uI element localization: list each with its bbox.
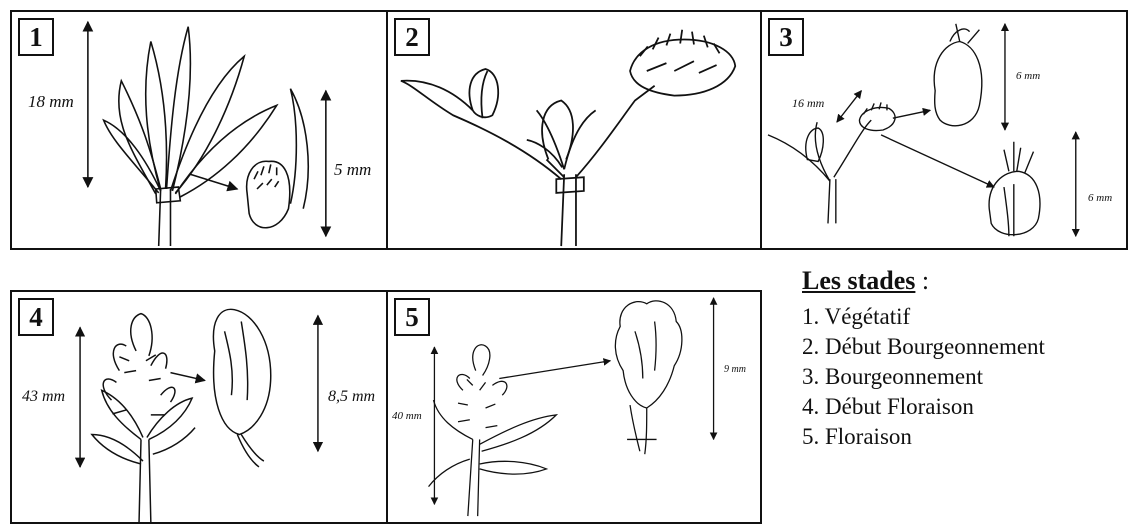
legend-title-text: Les stades (802, 266, 915, 295)
vegetative-stage-illustration (12, 12, 386, 248)
bud-measurement-lower: 6 mm (1088, 192, 1112, 204)
flower-measurement: 9 mm (724, 364, 746, 375)
legend-item: 3. Bourgeonnement (802, 362, 1128, 392)
legend-item: 2. Début Bourgeonnement (802, 332, 1128, 362)
stage-number-badge: 1 (18, 18, 54, 56)
stages-legend: Les stades : 1. Végétatif 2. Début Bourg… (802, 266, 1128, 452)
bud-measurement: 5 mm (334, 160, 371, 180)
stage-panel-3: 3 16 mm 6 mm 6 mm (760, 10, 1128, 250)
bud-measurement-upper: 6 mm (1016, 70, 1040, 82)
budding-stage-illustration (762, 12, 1126, 248)
stage-panel-2: 2 (386, 10, 762, 250)
stage-panel-1: 1 18 mm 5 mm (10, 10, 388, 250)
legend-title-colon: : (915, 266, 929, 295)
stage-number-badge: 5 (394, 298, 430, 336)
height-measurement: 18 mm (28, 92, 74, 112)
early-budding-stage-illustration (388, 12, 760, 248)
stage-number-badge: 2 (394, 18, 430, 56)
height-measurement: 43 mm (22, 388, 65, 406)
stage-number-badge: 4 (18, 298, 54, 336)
legend-list: 1. Végétatif 2. Début Bourgeonnement 3. … (802, 302, 1128, 452)
flowering-stage-illustration (388, 292, 760, 522)
height-measurement: 40 mm (392, 410, 422, 422)
bud-measurement: 8,5 mm (328, 388, 375, 406)
stage-panel-4: 4 43 mm 8,5 mm (10, 290, 388, 524)
stem-measurement: 16 mm (792, 96, 824, 111)
legend-item: 4. Début Floraison (802, 392, 1128, 422)
legend-item: 5. Floraison (802, 422, 1128, 452)
legend-title: Les stades : (802, 266, 1128, 296)
stage-panel-5: 5 40 mm 9 mm (386, 290, 762, 524)
stage-number-badge: 3 (768, 18, 804, 56)
legend-item: 1. Végétatif (802, 302, 1128, 332)
early-flowering-stage-illustration (12, 292, 386, 522)
